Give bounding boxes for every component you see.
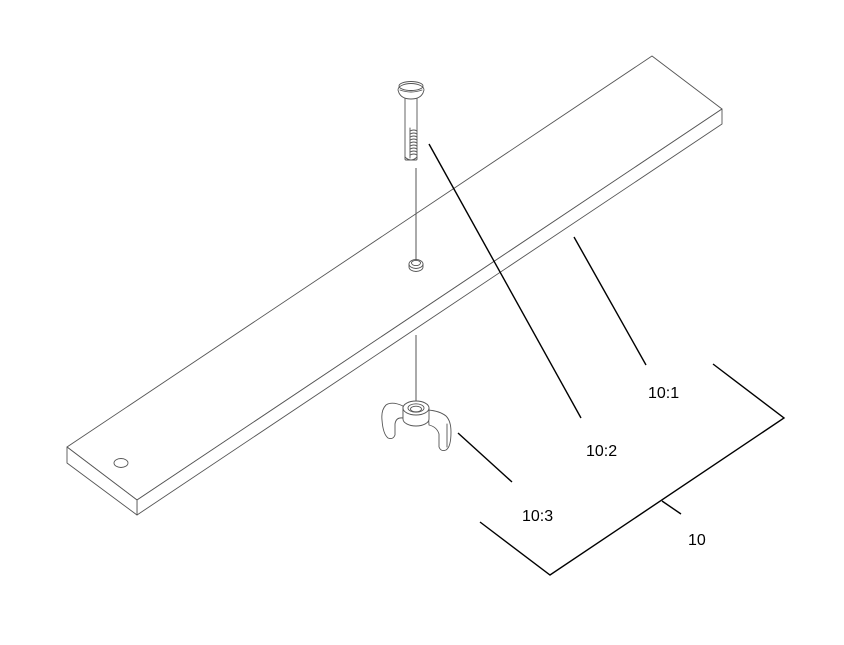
bolt-part — [397, 81, 425, 161]
board-part — [66, 55, 723, 516]
callout-10-1: 10:1 — [648, 385, 679, 402]
wing-nut-right-wing — [427, 409, 452, 452]
board-front-face — [136, 108, 723, 516]
callout-10-2: 10:2 — [586, 443, 617, 460]
callout-10-3: 10:3 — [522, 508, 553, 525]
bolt-shank — [404, 96, 418, 161]
bolt-head — [397, 81, 425, 100]
board-end-face — [66, 446, 138, 516]
leader-10-1 — [573, 236, 647, 366]
callout-10: 10 — [688, 532, 706, 549]
leader-10-3 — [457, 432, 513, 483]
wing-nut-part — [381, 400, 452, 452]
leader-10-2 — [428, 143, 582, 419]
wing-nut-left-wing — [381, 402, 404, 440]
assembly-bracket — [479, 363, 786, 576]
leader-10 — [661, 500, 682, 515]
bolt-threads — [409, 127, 418, 159]
board-end-hole — [113, 458, 129, 468]
